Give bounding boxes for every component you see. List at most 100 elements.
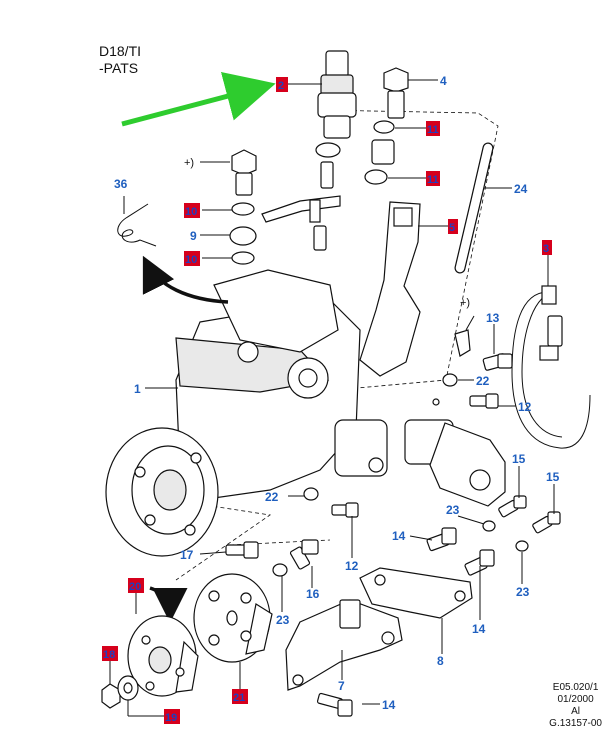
bolt-15-left (498, 495, 527, 518)
label-18: 18 (102, 646, 118, 661)
washer-10-lower (231, 251, 255, 265)
drive-flange (193, 573, 273, 663)
actuator (404, 419, 506, 507)
label-21: 21 (232, 689, 248, 704)
bolt-14-right (464, 549, 495, 576)
marker-plus-right: +) (460, 297, 470, 309)
label-19: 19 (164, 709, 180, 724)
label-10-lower: 10 (184, 251, 200, 266)
footer-code-line: E05.020/1 (552, 682, 599, 693)
label-22-lower: 22 (265, 490, 279, 504)
pipe-stub (309, 199, 321, 223)
return-spring (117, 203, 157, 247)
bracket (359, 201, 421, 377)
svg-text:10: 10 (185, 206, 197, 218)
label-24: 24 (514, 182, 528, 196)
pipe-fitting (313, 225, 327, 251)
label-9: 9 (190, 229, 197, 243)
label-16: 16 (306, 587, 320, 601)
marker-plus-left: +) (184, 157, 194, 169)
label-2: 2 (276, 77, 288, 92)
washer-22-lower (303, 487, 319, 501)
svg-text:21: 21 (233, 692, 245, 704)
label-20: 20 (128, 578, 144, 593)
green-pointer-arrow (121, 72, 276, 127)
label-5: 5 (448, 219, 458, 234)
model-title: D18/TI -PATS (99, 43, 141, 77)
sleeve (371, 139, 395, 165)
bolt-12-lower (331, 502, 359, 518)
label-36: 36 (114, 177, 128, 191)
svg-text:11: 11 (427, 124, 439, 136)
wiring-harness (511, 291, 591, 449)
svg-text:19: 19 (165, 712, 177, 724)
model-title-line-1: D18/TI (99, 43, 142, 59)
leader-lines (109, 79, 555, 717)
washer-23-right (515, 540, 529, 552)
nut (101, 683, 121, 709)
label-1: 1 (134, 382, 141, 396)
bolt-15-right (532, 511, 561, 534)
banjo-bolt (383, 67, 409, 119)
hub-pointer-arrow (149, 586, 188, 623)
label-12-upper: 12 (518, 400, 532, 414)
bolt-14-bottom (316, 692, 353, 717)
footer-ref: G.13157-00 (549, 718, 602, 729)
bolt-17 (225, 541, 259, 559)
label-15-left: 15 (512, 452, 526, 466)
washer-11-bottom (364, 169, 388, 185)
label-23-upper: 23 (446, 503, 460, 517)
svg-text:20: 20 (129, 581, 141, 593)
label-14-bottom: 14 (382, 698, 396, 712)
model-title-line-2: -PATS (99, 60, 139, 76)
footer-date: 01/2000 (557, 694, 594, 705)
label-17: 17 (180, 548, 194, 562)
bolt-13 (482, 353, 513, 371)
label-10-upper: 10 (184, 203, 200, 218)
svg-text:3: 3 (543, 243, 549, 255)
spring-pointer-arrow (142, 255, 229, 304)
svg-text:2: 2 (278, 80, 284, 92)
seal-ring (315, 142, 341, 158)
hollow-bolt (231, 149, 257, 196)
svg-text:18: 18 (103, 649, 115, 661)
label-12-lower: 12 (345, 559, 359, 573)
washer-11-top (373, 120, 395, 134)
label-8: 8 (437, 654, 444, 668)
clip (454, 329, 471, 357)
support-bracket (285, 599, 403, 691)
bolt-12-upper (469, 393, 499, 409)
leak-off-pipe (261, 195, 341, 223)
label-14-upper: 14 (392, 529, 406, 543)
injector-frame (317, 109, 499, 391)
label-22-upper: 22 (476, 374, 490, 388)
label-13: 13 (486, 311, 500, 325)
spring (320, 161, 334, 189)
harness-connector (547, 315, 563, 347)
svg-text:5: 5 (449, 222, 455, 234)
label-14-right: 14 (472, 622, 486, 636)
label-11-upper: 11 (426, 121, 440, 136)
label-11-lower: 11 (426, 171, 440, 186)
svg-text:11: 11 (427, 174, 439, 186)
footer-code: E05.020/1 01/2000 Al G.13157-00 (549, 682, 602, 730)
fuel-injection-pump (105, 269, 361, 557)
washer-23-left (272, 563, 288, 577)
svg-text:10: 10 (185, 254, 197, 266)
washer-23-upper (482, 520, 496, 532)
injector-sensor (317, 50, 357, 139)
washer-22-upper (442, 373, 458, 387)
label-7: 7 (338, 679, 345, 693)
label-23-left: 23 (276, 613, 290, 627)
lower-frame (171, 499, 272, 581)
banjo-fitting (229, 226, 257, 246)
bolt-14-upper (426, 527, 457, 552)
label-23-right: 23 (516, 585, 530, 599)
bolt-16 (289, 539, 319, 570)
label-4: 4 (440, 74, 447, 88)
mounting-plate (359, 567, 473, 619)
label-15-right: 15 (546, 470, 560, 484)
washer-10-upper (231, 202, 255, 216)
